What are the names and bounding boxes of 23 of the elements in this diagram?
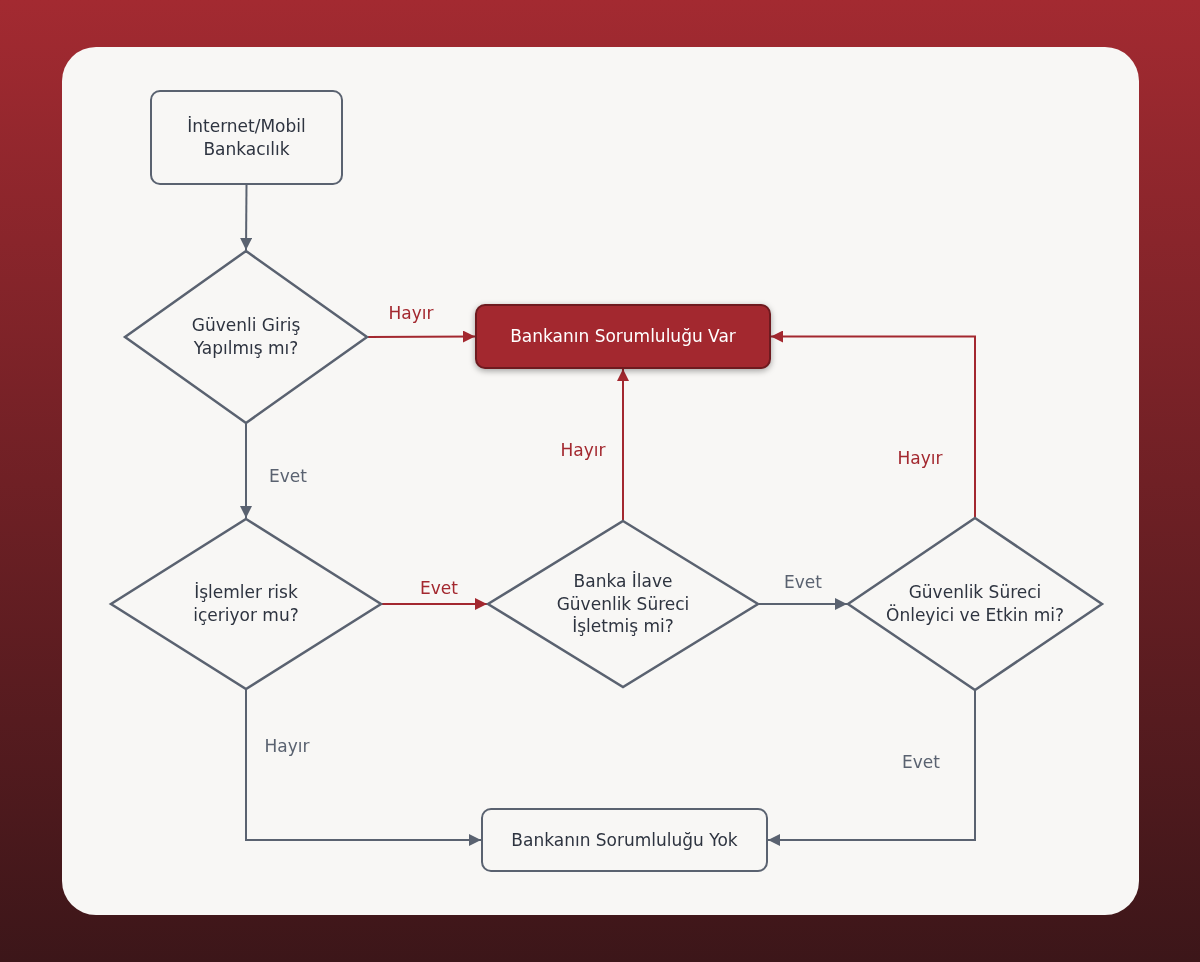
node-label: İnternet/Mobil Bankacılık bbox=[186, 114, 307, 161]
decision-diamond bbox=[487, 520, 759, 688]
arrow bbox=[617, 368, 629, 521]
decision-diamond bbox=[110, 518, 382, 690]
arrow bbox=[245, 689, 482, 846]
node-label: İşlemler risk içeriyor mu? bbox=[192, 581, 300, 627]
arrow bbox=[770, 330, 976, 518]
node-label: Güvenli Giriş Yapılmış mı? bbox=[190, 314, 302, 360]
result-box bbox=[475, 304, 771, 369]
node-label: Banka İlave Güvenlik Süreci İşletmiş mi? bbox=[555, 569, 691, 639]
decision-diamond bbox=[847, 517, 1103, 691]
arrow bbox=[758, 598, 848, 610]
process-box bbox=[481, 808, 768, 872]
node-label: Bankanın Sorumluluğu Yok bbox=[511, 828, 738, 852]
arrow bbox=[381, 598, 488, 610]
process-box bbox=[150, 90, 343, 185]
decision-diamond bbox=[124, 250, 368, 424]
node-label: Güvenlik Süreci Önleyici ve Etkin mi? bbox=[885, 581, 1065, 627]
arrow bbox=[767, 690, 976, 846]
arrow bbox=[240, 423, 252, 519]
arrow bbox=[367, 330, 476, 343]
arrow bbox=[240, 184, 253, 251]
node-label: Bankanın Sorumluluğu Var bbox=[510, 325, 736, 348]
